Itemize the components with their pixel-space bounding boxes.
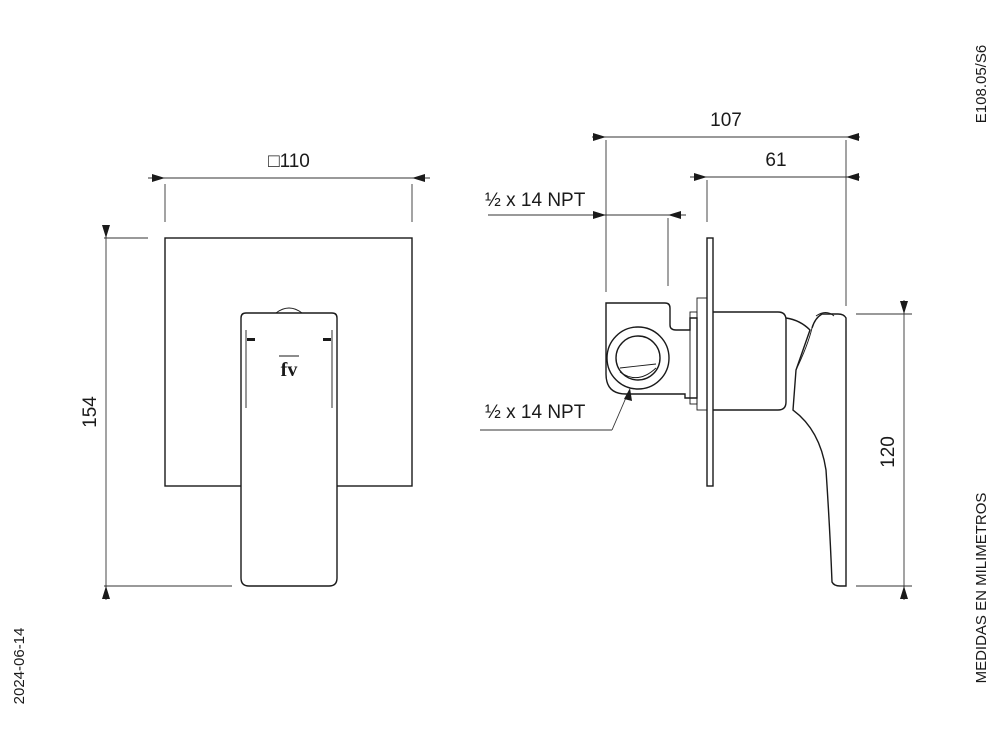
drawing-date: 2024-06-14 (11, 628, 28, 705)
inlet-port (606, 326, 670, 390)
side-view: 107 61 ½ x 14 NPT ½ x 14 NPT 120 (480, 110, 912, 600)
side-lever (785, 313, 847, 587)
wall-plate (706, 237, 714, 487)
front-handle (240, 312, 338, 587)
valve-body (605, 302, 698, 399)
thread-top-label: ½ x 14 NPT (485, 190, 586, 211)
units-note: MEDIDAS EN MILIMETROS (973, 493, 990, 684)
front-width-dimension: □110 (268, 151, 310, 172)
front-view: fv □110 154 (80, 151, 430, 600)
side-height-dimension: 120 (878, 436, 899, 468)
thread-side-label: ½ x 14 NPT (485, 402, 586, 423)
side-depth-dimension: 107 (710, 110, 742, 131)
side-lever-dimension: 61 (765, 150, 786, 171)
front-height-dimension: 154 (80, 396, 101, 428)
brand-logo: fv (281, 359, 298, 381)
spindle-body (713, 311, 787, 411)
drawing-code: E108.05/S6 (973, 45, 990, 123)
